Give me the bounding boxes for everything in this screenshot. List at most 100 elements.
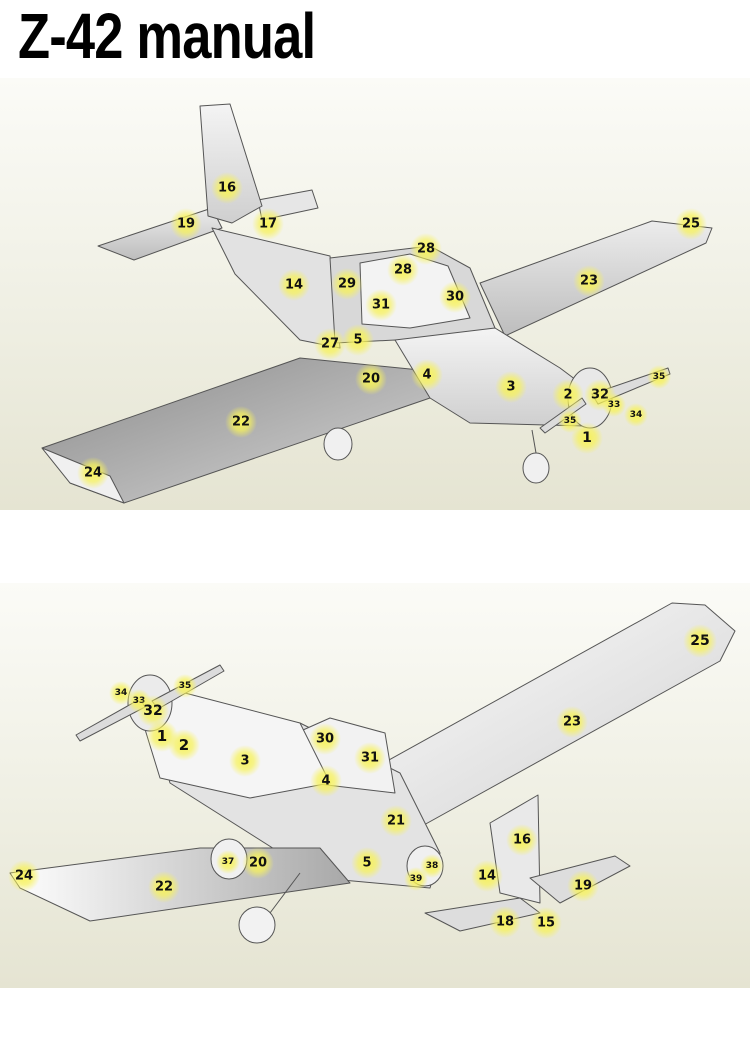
callout-19: 19: [170, 208, 202, 240]
svg-text:4: 4: [321, 774, 330, 789]
svg-text:34: 34: [115, 688, 128, 698]
callout-20: 20: [242, 847, 274, 879]
callout-25: 25: [683, 624, 717, 658]
callout-17: 17: [252, 208, 284, 240]
svg-text:24: 24: [84, 466, 102, 481]
left-wing-underside: [9, 847, 351, 922]
svg-text:19: 19: [177, 217, 195, 232]
callout-39: 39: [404, 867, 428, 891]
page-title: Z-42 manual: [18, 0, 316, 72]
callout-24: 24: [8, 860, 40, 892]
svg-text:31: 31: [372, 298, 390, 313]
svg-text:5: 5: [362, 856, 371, 871]
nose-gear-strut-bottom: [269, 872, 301, 914]
svg-text:14: 14: [478, 869, 496, 884]
svg-text:35: 35: [179, 681, 192, 691]
svg-text:15: 15: [537, 916, 555, 931]
callout-19: 19: [567, 870, 599, 902]
callout-31: 31: [354, 742, 386, 774]
callout-3: 3: [229, 745, 261, 777]
callout-4: 4: [411, 359, 443, 391]
top-view-panel: 16 19 17 28 28 25 14 29 31 30 23 27 5 20…: [0, 78, 750, 510]
svg-text:18: 18: [496, 915, 514, 930]
rear-fuselage: [211, 227, 341, 349]
svg-text:14: 14: [285, 278, 303, 293]
callout-33: 33: [602, 393, 626, 417]
svg-text:16: 16: [513, 833, 531, 848]
svg-text:30: 30: [316, 732, 334, 747]
nose-gear-wheel: [522, 452, 550, 484]
callout-14: 14: [278, 269, 310, 301]
callout-34: 34: [624, 403, 648, 427]
svg-text:39: 39: [410, 874, 423, 884]
svg-text:4: 4: [422, 368, 431, 383]
svg-text:27: 27: [321, 337, 339, 352]
callout-18: 18: [489, 906, 521, 938]
callout-5: 5: [351, 847, 383, 879]
svg-text:28: 28: [394, 263, 412, 278]
callout-35-tip: 35: [647, 365, 671, 389]
nose-gear-strut: [531, 429, 537, 454]
callout-30: 30: [439, 281, 471, 313]
callout-21: 21: [380, 805, 412, 837]
callout-14: 14: [471, 860, 503, 892]
vertical-fin: [199, 103, 263, 224]
svg-text:32: 32: [143, 703, 162, 719]
svg-text:19: 19: [574, 879, 592, 894]
callout-38: 38: [420, 854, 444, 878]
bottom-callouts: 25 34 33 35 32 1 2 30 31 23 3 4 21 16 37…: [8, 624, 717, 939]
callout-23: 23: [556, 706, 588, 738]
main-gear-wheel: [323, 427, 353, 461]
svg-text:20: 20: [249, 856, 267, 871]
svg-text:24: 24: [15, 869, 33, 884]
svg-text:30: 30: [446, 290, 464, 305]
callout-28-canopy: 28: [387, 254, 419, 286]
bottom-view-diagram: 25 34 33 35 32 1 2 30 31 23 3 4 21 16 37…: [8, 602, 736, 944]
top-view-diagram: 16 19 17 28 28 25 14 29 31 30 23 27 5 20…: [41, 103, 713, 504]
svg-text:28: 28: [417, 242, 435, 257]
svg-text:22: 22: [155, 880, 173, 895]
svg-text:34: 34: [630, 410, 643, 420]
callout-1: 1: [571, 422, 603, 454]
svg-text:37: 37: [222, 857, 235, 867]
svg-text:35: 35: [564, 416, 577, 426]
callout-22: 22: [225, 406, 257, 438]
callout-15: 15: [530, 907, 562, 939]
callout-5: 5: [342, 324, 374, 356]
callout-4: 4: [310, 765, 342, 797]
svg-text:35: 35: [653, 372, 666, 382]
callout-35: 35: [173, 674, 197, 698]
callout-2: 2: [168, 729, 200, 761]
callout-16: 16: [506, 824, 538, 856]
svg-text:21: 21: [387, 814, 405, 829]
callout-28-top: 28: [410, 233, 442, 265]
callout-30: 30: [309, 723, 341, 755]
callout-27: 27: [314, 328, 346, 360]
svg-text:23: 23: [580, 274, 598, 289]
svg-text:5: 5: [353, 333, 362, 348]
svg-text:31: 31: [361, 751, 379, 766]
bottom-view-panel: 25 34 33 35 32 1 2 30 31 23 3 4 21 16 37…: [0, 583, 750, 988]
left-stabilizer: [97, 207, 223, 261]
svg-text:3: 3: [506, 380, 515, 395]
nose-wheel-bottom: [238, 906, 276, 944]
callout-37: 37: [216, 850, 240, 874]
callout-23: 23: [573, 265, 605, 297]
callout-34: 34: [109, 681, 133, 705]
svg-text:33: 33: [608, 400, 621, 410]
svg-text:22: 22: [232, 415, 250, 430]
callout-31: 31: [365, 289, 397, 321]
svg-text:1: 1: [582, 430, 592, 446]
top-callouts: 16 19 17 28 28 25 14 29 31 30 23 27 5 20…: [77, 172, 707, 489]
svg-text:38: 38: [426, 861, 439, 871]
callout-2: 2: [552, 379, 584, 411]
svg-text:25: 25: [682, 217, 700, 232]
callout-29: 29: [331, 268, 363, 300]
svg-text:29: 29: [338, 277, 356, 292]
svg-text:23: 23: [563, 715, 581, 730]
svg-text:2: 2: [563, 388, 572, 403]
svg-text:25: 25: [690, 633, 709, 649]
left-stabilizer-bottom: [424, 897, 541, 932]
callout-16: 16: [211, 172, 243, 204]
svg-text:3: 3: [240, 754, 249, 769]
